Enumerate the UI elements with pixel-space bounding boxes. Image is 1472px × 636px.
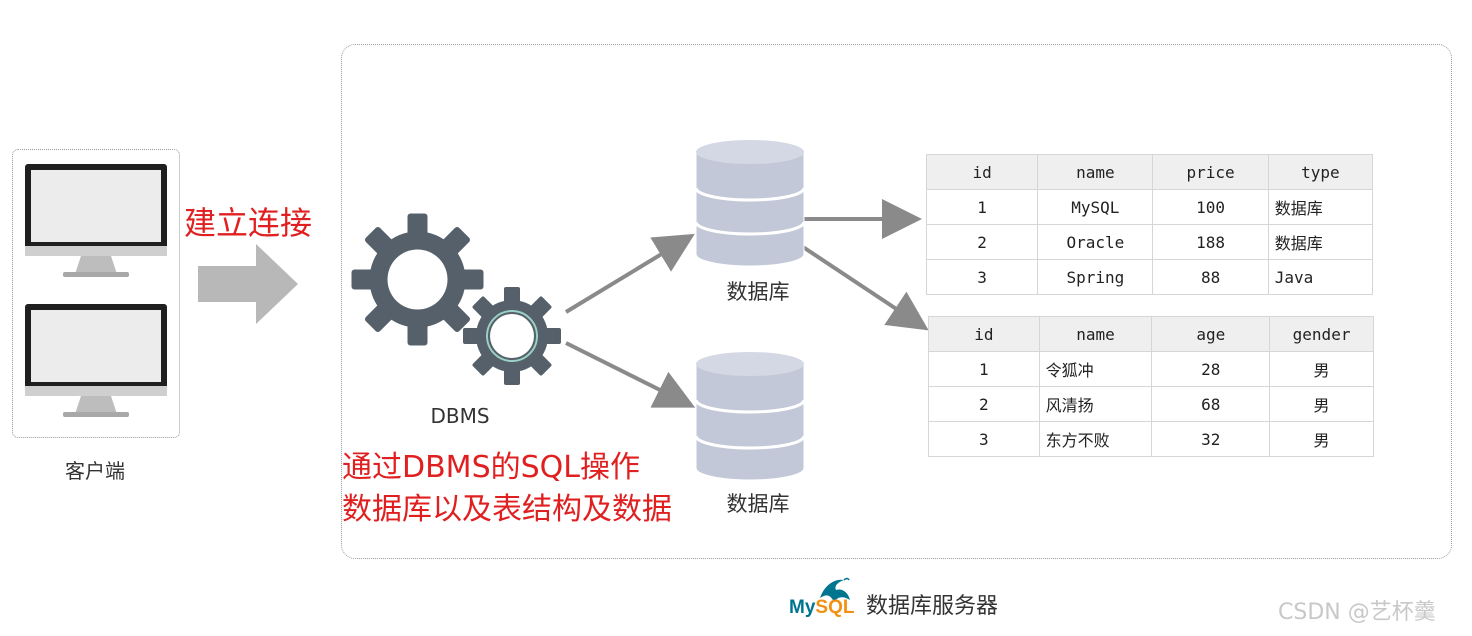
column-header: id (925, 154, 1039, 190)
connection-arrow-icon (198, 244, 298, 324)
table-cell: Oracle (1037, 224, 1154, 260)
table-cell: 3 (925, 259, 1039, 295)
column-header: name (1038, 316, 1153, 352)
table-cell: 28 (1151, 351, 1271, 387)
mysql-logo-my: My (789, 597, 816, 618)
database-label: 数据库 (726, 280, 790, 304)
column-header: price (1152, 154, 1269, 190)
database-server-label: 数据库服务器 (866, 594, 999, 619)
server-box (341, 44, 1452, 559)
table-cell: 2 (928, 386, 1040, 422)
gear-icon (463, 287, 561, 385)
database-icon (694, 352, 806, 481)
table-cell: 100 (1152, 189, 1269, 225)
table-cell: Java (1267, 259, 1374, 295)
column-header: gender (1269, 316, 1374, 352)
monitor-icon (25, 304, 167, 417)
dbms-label: DBMS (430, 404, 490, 428)
table-header-row: id name age gender (928, 316, 1374, 352)
table-cell: 3 (928, 421, 1040, 457)
column-header: name (1037, 154, 1154, 190)
operation-line-1: 通过DBMS的SQL操作 (342, 450, 640, 485)
table-cell: 2 (925, 224, 1039, 260)
database-icon (694, 140, 806, 267)
table-cell: 68 (1151, 386, 1271, 422)
column-header: type (1267, 154, 1374, 190)
table-cell: MySQL (1037, 189, 1154, 225)
connection-label: 建立连接 (184, 204, 313, 242)
client-label: 客户端 (65, 459, 125, 483)
arrow-dbms-to-db2 (565, 341, 696, 408)
products-table: id name price type 1 MySQL 100 数据库 2 Ora… (925, 154, 1374, 295)
table-cell: 数据库 (1267, 224, 1374, 260)
database-label: 数据库 (726, 492, 790, 516)
table-row: 3 东方不败 32 男 (928, 421, 1374, 457)
table-header-row: id name price type (925, 154, 1374, 190)
mysql-dolphin-icon (820, 577, 850, 602)
table-cell: 东方不败 (1038, 421, 1153, 457)
operation-line-2: 数据库以及表结构及数据 (342, 492, 672, 527)
column-header: age (1151, 316, 1271, 352)
table-cell: 风清扬 (1038, 386, 1153, 422)
table-cell: 数据库 (1267, 189, 1374, 225)
table-cell: 男 (1269, 351, 1374, 387)
monitor-icon (25, 164, 167, 277)
table-cell: 88 (1152, 259, 1269, 295)
table-row: 2 Oracle 188 数据库 (925, 224, 1374, 260)
table-cell: 令狐冲 (1038, 351, 1153, 387)
table-cell: Spring (1037, 259, 1154, 295)
column-header: id (928, 316, 1040, 352)
table-cell: 男 (1269, 386, 1374, 422)
table-cell: 188 (1152, 224, 1269, 260)
table-cell: 男 (1269, 421, 1374, 457)
table-row: 3 Spring 88 Java (925, 259, 1374, 295)
users-table: id name age gender 1 令狐冲 28 男 2 风清扬 68 男… (928, 316, 1374, 457)
gear-icon (351, 213, 484, 346)
table-cell: 32 (1151, 421, 1271, 457)
table-row: 1 令狐冲 28 男 (928, 351, 1374, 387)
mysql-logo-text: MySQL (789, 597, 854, 619)
arrow-db1-to-table2 (801, 245, 929, 331)
operation-text: 通过DBMS的SQL操作 数据库以及表结构及数据 (342, 447, 672, 531)
arrow-dbms-to-db1 (564, 233, 695, 314)
table-row: 2 风清扬 68 男 (928, 386, 1374, 422)
table-row: 1 MySQL 100 数据库 (925, 189, 1374, 225)
table-cell: 1 (928, 351, 1040, 387)
watermark: CSDN @艺杯羹 (1278, 600, 1436, 625)
table-cell: 1 (925, 189, 1039, 225)
client-box (12, 149, 180, 438)
mysql-logo-sql: SQL (815, 597, 855, 618)
